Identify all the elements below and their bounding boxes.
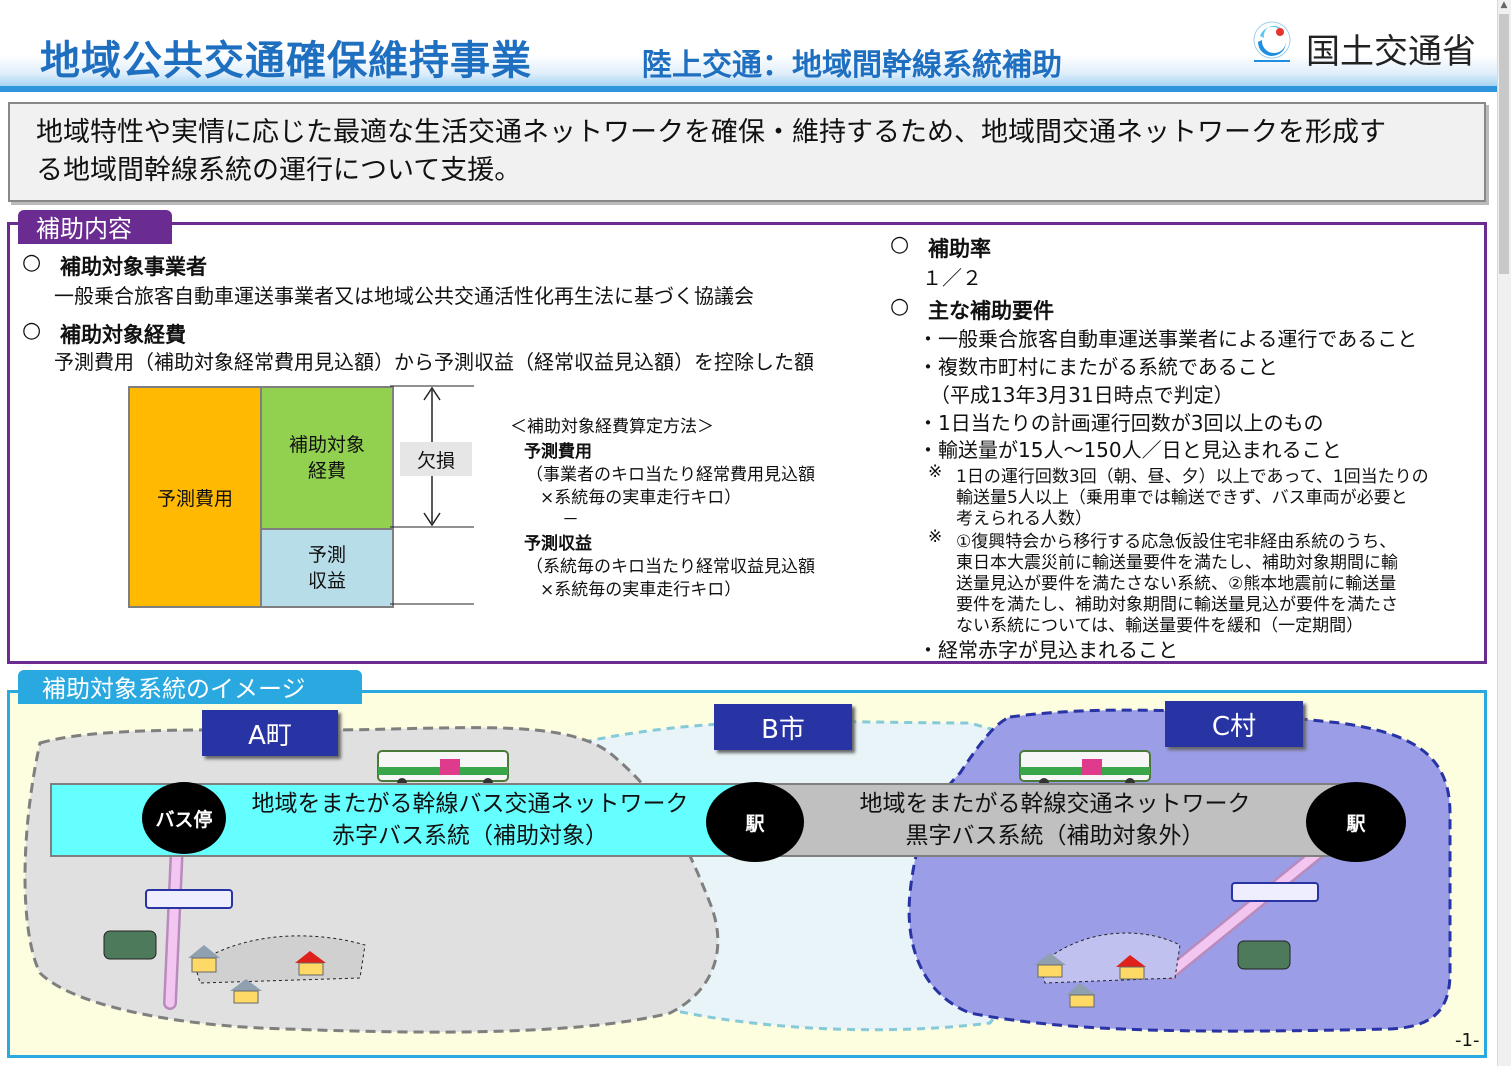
note-1-line-2: 輸送量5人以上（乗用車では輸送できず、バス車両が必要と [956,488,1408,508]
bus-stop-marker: バス停 [142,782,226,854]
assistance-tab: 補助内容 [18,210,172,244]
target-operator-text: 一般乗合旅客自動車運送事業者又は地域公共交通活性化再生法に基づく協議会 [54,284,754,308]
city-b-label: B市 [714,704,852,750]
deficit-route-text: 地域をまたがる幹線バス交通ネットワーク 赤字バス系統（補助対象） [230,788,710,852]
village-c-label: C村 [1165,701,1303,747]
scrollbar-thumb[interactable] [1499,14,1509,274]
profit-route-line-1: 地域をまたがる幹線交通ネットワーク [859,791,1251,817]
predicted-revenue-box: 予測収益 [260,528,394,608]
profit-route-line-2: 黒字バス系統（補助対象外） [905,823,1205,849]
bullet-circle: ○ [890,232,910,257]
note-2-line-2: 東日本大震災前に輸送量要件を満たし、補助対象期間に輸 [956,553,1398,573]
summary-box [8,102,1486,202]
page-title: 地域公共交通確保維持事業 [40,38,532,84]
target-cost-heading: 補助対象経費 [60,323,186,347]
station-marker-c: 駅 [1306,782,1406,862]
subsidy-cost-box: 補助対象経費 [260,386,394,530]
village-c-region [907,708,1452,1033]
note-mark: ※ [928,527,943,547]
assistance-frame [7,222,1487,664]
subsidy-cost-label-1: 補助対象 [288,434,365,456]
bullet-circle: ○ [22,250,42,275]
scroll-up-arrow-icon[interactable]: ▲ [1500,0,1508,10]
requirement-item: ・複数市町村にまたがる系統であること [918,355,1278,379]
bullet-circle: ○ [22,318,42,343]
summary-line-1: 地域特性や実情に応じた最適な生活交通ネットワークを確保・維持するため、地域間交通… [36,117,1386,148]
requirement-item: ・1日当たりの計画運行回数が3回以上のもの [918,411,1324,435]
car-icon [103,930,1291,970]
header-rule [0,86,1500,92]
requirement-item: ・一般乗合旅客自動車運送事業者による運行であること [918,327,1418,351]
town-a-region [23,726,720,1034]
note-2-line-4: 要件を満たし、補助対象期間に輸送量見込が要件を満たさ [956,595,1398,615]
profit-route-band [756,783,1360,857]
predicted-revenue-label-2: 収益 [307,570,346,592]
image-tab: 補助対象系統のイメージ [18,670,362,704]
town-a-label: A町 [202,710,338,756]
predicted-revenue-label-1: 予測 [307,544,346,566]
method-cost-label: 予測費用 [524,442,592,462]
method-revenue-line-2: ×系統毎の実車走行キロ） [540,580,742,600]
predicted-cost-label: 予測費用 [156,487,233,510]
house-icon [188,945,1146,1008]
method-revenue-line-1: （系統毎のキロ当たり経常収益見込額 [526,557,815,577]
subsidy-cost-label-2: 経費 [307,460,346,482]
method-revenue-label: 予測収益 [524,534,592,554]
deficit-route-line-1: 地域をまたがる幹線バス交通ネットワーク [251,791,689,817]
method-minus: － [562,510,579,530]
hill-c [1039,932,1181,984]
method-cost-line-2: ×系統毎の実車走行キロ） [540,488,742,508]
ministry-name: 国土交通省 [1306,32,1476,72]
rate-heading: 補助率 [928,237,991,261]
summary-line-2: る地域間幹線系統の運行について支援。 [36,155,522,186]
requirement-item: （平成13年3月31日時点で判定） [930,383,1234,407]
bullet-circle: ○ [890,294,910,319]
note-1-line-1: 1日の運行回数3回（朝、昼、夕）以上であって、1回当たりの [956,467,1429,487]
rate-value: １／２ [922,266,982,290]
predicted-cost-box: 予測費用 [128,386,262,608]
deficit-bracket [390,385,474,605]
note-mark: ※ [928,462,943,482]
profit-route-text: 地域をまたがる幹線交通ネットワーク 黒字バス系統（補助対象外） [800,788,1310,852]
method-title: ＜補助対象経費算定方法＞ [510,417,714,437]
header-band [0,0,1500,92]
target-operator-heading: 補助対象事業者 [60,255,207,279]
deficit-route-line-2: 赤字バス系統（補助対象） [332,823,608,849]
note-2-line-3: 送量見込が要件を満たさない系統、②熊本地震前に輸送量 [956,574,1397,594]
target-cost-text: 予測費用（補助対象経常費用見込額）から予測収益（経常収益見込額）を控除した額 [54,350,814,374]
requirement-item: ・輸送量が15人～150人／日と見込まれること [918,438,1342,462]
page-subtitle: 陸上交通：地域間幹線系統補助 [642,48,1062,83]
requirement-item-last: ・経常赤字が見込まれること [918,638,1178,662]
note-1-line-3: 考えられる人数） [956,509,1092,529]
deficit-label: 欠損 [400,442,472,476]
ministry-logo-icon [1253,21,1291,62]
requirements-heading: 主な補助要件 [928,299,1054,323]
summary-text: 地域特性や実情に応じた最適な生活交通ネットワークを確保・維持するため、地域間交通… [36,114,1466,190]
station-marker-b: 駅 [706,782,804,862]
page-number: -1- [1455,1030,1480,1051]
note-2-line-5: ない系統については、輸送量要件を緩和（一定期間） [956,616,1364,636]
method-cost-line-1: （事業者のキロ当たり経常費用見込額 [526,465,815,485]
note-2-line-1: ①復興特会から移行する応急仮設住宅非経由系統のうち、 [956,532,1397,552]
